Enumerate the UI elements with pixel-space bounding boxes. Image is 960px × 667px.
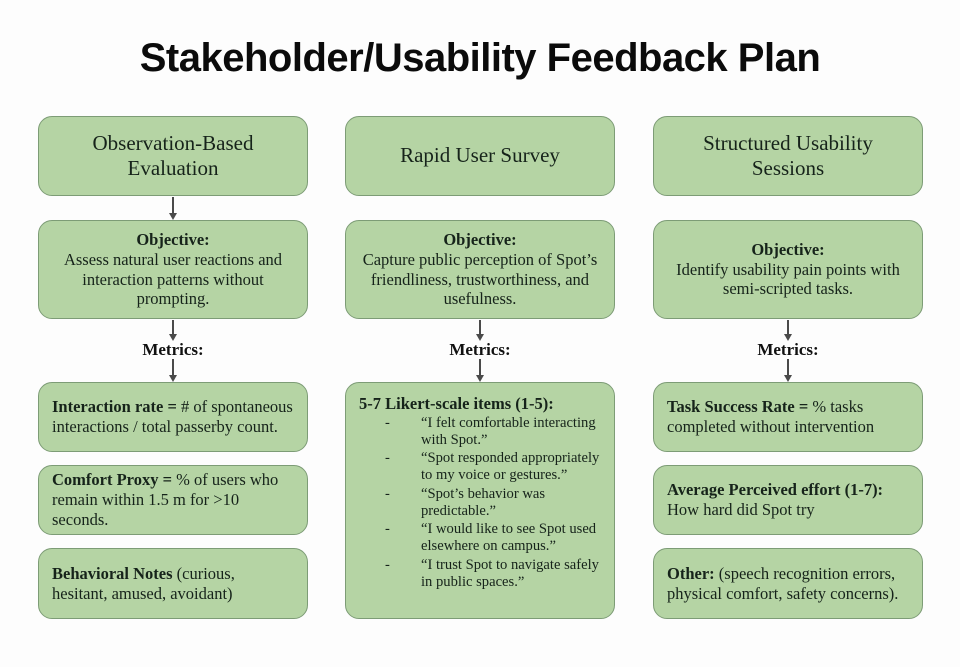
arrowhead-icon: [476, 374, 484, 382]
column-rapid-user-survey: Rapid User Survey Objective: Capture pub…: [345, 116, 615, 619]
node-gap: [38, 452, 308, 465]
objective-node: Objective: Identify usability pain point…: [653, 220, 923, 319]
connector-metrics-to-likert: [345, 358, 615, 382]
connector-line: [172, 319, 174, 335]
metric-text: Behavioral Notes (curious, hesitant, amu…: [52, 564, 294, 604]
objective-node: Objective: Assess natural user reactions…: [38, 220, 308, 319]
metric-text: Comfort Proxy = % of users who remain wi…: [52, 470, 294, 529]
column-header-label: Observation-Based Evaluation: [92, 130, 254, 180]
arrowhead-icon: [784, 374, 792, 382]
connector-metrics-to-first-metric: [653, 358, 923, 382]
page-title: Stakeholder/Usability Feedback Plan: [139, 36, 821, 80]
connector-line: [479, 358, 481, 376]
connector-metrics-to-first-metric: [38, 358, 308, 382]
metric-detail: (speech recognition errors, physical com…: [667, 563, 899, 603]
objective-label: Objective:: [136, 229, 210, 249]
objective-label: Objective:: [443, 229, 517, 249]
connector-line: [787, 358, 789, 376]
objective-node: Objective: Capture public perception of …: [345, 220, 615, 319]
metric-node: Comfort Proxy = % of users who remain wi…: [38, 465, 308, 535]
connector-line: [172, 196, 174, 214]
node-gap: [653, 452, 923, 465]
metrics-label: Metrics:: [757, 340, 819, 359]
arrowhead-icon: [784, 333, 792, 341]
list-item: “Spot responded appropriately to my voic…: [359, 450, 601, 484]
column-structured-usability-sessions: Structured Usability Sessions Objective:…: [653, 116, 923, 619]
metric-node: Other: (speech recognition errors, physi…: [653, 548, 923, 619]
connector-header-to-objective: [345, 196, 615, 220]
arrowhead-icon: [169, 333, 177, 341]
metric-detail: How hard did Spot try: [667, 500, 815, 519]
list-item: “I felt comfortable interacting with Spo…: [359, 415, 601, 449]
metric-text: Interaction rate = # of spontaneous inte…: [52, 397, 294, 437]
metric-node: Interaction rate = # of spontaneous inte…: [38, 382, 308, 452]
connector-line: [787, 319, 789, 335]
connector-header-to-objective: [653, 196, 923, 220]
connector-line: [479, 319, 481, 335]
objective-text: Identify usability pain points with semi…: [676, 259, 900, 299]
connector-objective-to-metrics: [38, 319, 308, 341]
objective-label: Objective:: [751, 239, 825, 259]
column-header-node: Observation-Based Evaluation: [38, 116, 308, 196]
column-header-label: Structured Usability Sessions: [703, 130, 873, 180]
likert-item-list: “I felt comfortable interacting with Spo…: [359, 415, 601, 592]
metric-detail: (curious, hesitant, amused, avoidant): [52, 563, 235, 603]
metric-node: Task Success Rate = % tasks completed wi…: [653, 382, 923, 452]
likert-items-node: 5-7 Likert-scale items (1-5): “I felt co…: [345, 382, 615, 619]
list-item: “I would like to see Spot used elsewhere…: [359, 521, 601, 555]
metric-term: Comfort Proxy =: [52, 470, 172, 490]
metric-term: Interaction rate =: [52, 397, 177, 417]
node-gap: [653, 535, 923, 548]
objective-text: Capture public perception of Spot’s frie…: [362, 249, 598, 309]
connector-header-to-objective: [38, 196, 308, 220]
arrowhead-icon: [169, 212, 177, 220]
arrowhead-icon: [476, 333, 484, 341]
list-item: “I trust Spot to navigate safely in publ…: [359, 557, 601, 591]
objective-text: Assess natural user reactions and intera…: [63, 249, 283, 309]
metric-detail: % tasks completed without intervention: [667, 397, 875, 436]
metric-detail: # of spontaneous interactions / total pa…: [52, 397, 293, 436]
node-gap: [38, 535, 308, 548]
metric-node: Behavioral Notes (curious, hesitant, amu…: [38, 548, 308, 619]
metric-text: Other: (speech recognition errors, physi…: [667, 564, 909, 604]
metric-term: Average Perceived effort (1-7):: [667, 480, 884, 500]
metric-term: Behavioral Notes: [52, 563, 173, 583]
connector-objective-to-metrics: [345, 319, 615, 341]
arrowhead-icon: [169, 374, 177, 382]
likert-title: 5-7 Likert-scale items (1-5):: [359, 394, 554, 413]
metric-detail: % of users who remain within 1.5 m for >…: [52, 470, 279, 529]
column-header-node: Structured Usability Sessions: [653, 116, 923, 196]
list-item: “Spot’s behavior was predictable.”: [359, 486, 601, 520]
connector-line: [172, 358, 174, 376]
metric-term: Other:: [667, 563, 715, 583]
column-observation-based-evaluation: Observation-Based Evaluation Objective: …: [38, 116, 308, 619]
metric-text: Average Perceived effort (1-7): How hard…: [667, 480, 909, 520]
metrics-label: Metrics:: [142, 340, 204, 359]
column-header-node: Rapid User Survey: [345, 116, 615, 196]
metric-term: Task Success Rate =: [667, 397, 809, 417]
column-header-label: Rapid User Survey: [400, 143, 560, 168]
metrics-label: Metrics:: [449, 340, 511, 359]
metric-text: Task Success Rate = % tasks completed wi…: [667, 397, 909, 437]
connector-objective-to-metrics: [653, 319, 923, 341]
metric-node: Average Perceived effort (1-7): How hard…: [653, 465, 923, 535]
